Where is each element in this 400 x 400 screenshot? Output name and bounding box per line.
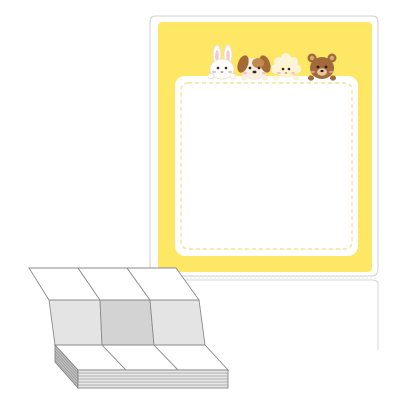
stack-side-sheet-line [54, 350, 79, 377]
sheep-icon [271, 53, 301, 81]
fanfold-label [48, 299, 103, 346]
label-writing-frame [175, 76, 358, 256]
fanfold-label [149, 299, 206, 346]
puppy-icon [237, 55, 271, 81]
fanfold-label [99, 299, 155, 346]
stack-side-sheet-line [54, 347, 79, 374]
stack-side-sheet-line [54, 353, 79, 380]
fanfold-bottom-row [53, 344, 230, 371]
stack-side-sheet-line [54, 359, 79, 386]
fanfold-middle-row [48, 299, 206, 346]
label-dashed-border [180, 82, 353, 250]
stack-side-sheet-line [54, 356, 79, 383]
fanfold-stack-edge [54, 343, 229, 390]
yellow-label [158, 22, 372, 272]
fanfold-top-row [28, 267, 200, 301]
fanfold-stack [28, 267, 230, 390]
bear-icon [307, 53, 337, 81]
rabbit-icon [207, 44, 237, 80]
